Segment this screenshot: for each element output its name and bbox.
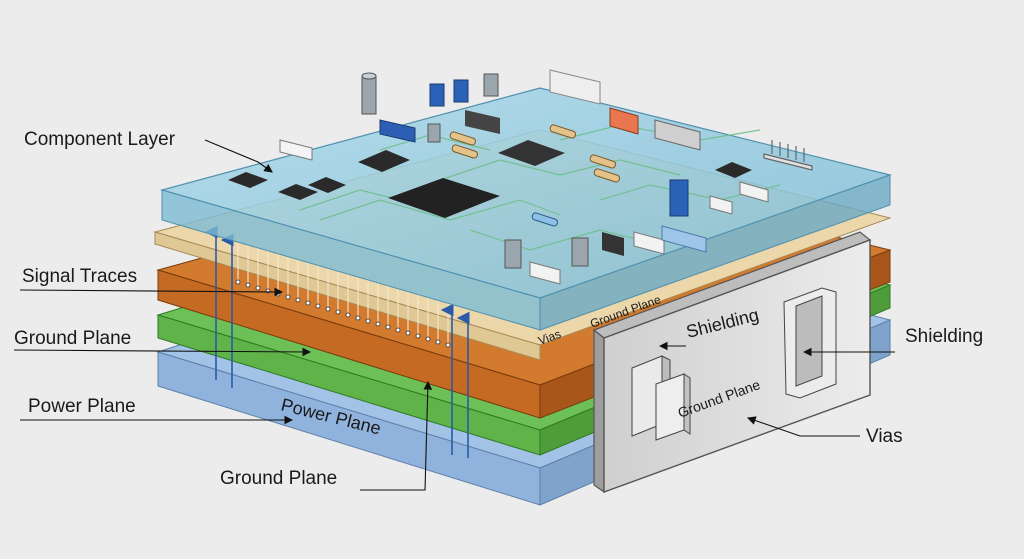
component-layer: [159, 69, 893, 331]
capacitor: [504, 239, 522, 269]
connector: [529, 261, 561, 285]
trace-pad: [395, 327, 401, 333]
crystal-module: [654, 119, 701, 151]
ic-chip: [228, 172, 268, 188]
connector: [633, 231, 665, 255]
capacitor: [427, 123, 441, 143]
connector: [739, 181, 769, 203]
trace-pad: [445, 342, 451, 348]
trace-pad: [325, 306, 331, 312]
resistor-group: [449, 124, 621, 227]
capacitor: [571, 237, 589, 267]
ic-chip-medium: [498, 140, 565, 166]
capacitor-blue: [429, 83, 445, 107]
leader-lines: [13, 139, 895, 491]
label-signal-traces: Signal Traces: [22, 266, 137, 287]
callout-labels: Component Layer Signal Traces Ground Pla…: [14, 129, 983, 489]
capacitor: [361, 75, 377, 115]
header-connector: [379, 119, 416, 143]
connector: [709, 195, 733, 215]
trace-pad: [375, 321, 381, 327]
label-vias: Vias: [866, 426, 903, 447]
ic-chip: [715, 162, 752, 178]
trace-pad: [355, 315, 361, 321]
ic-chip: [602, 232, 624, 256]
label-component-layer: Component Layer: [24, 129, 176, 150]
via-lines: [204, 225, 470, 458]
trace-pad: [335, 309, 341, 315]
trace-pad: [345, 312, 351, 318]
shield-enclosure: Ground Plane: [592, 231, 872, 494]
trace-pad: [285, 294, 291, 300]
trace-pad: [245, 282, 251, 288]
trace-pad: [255, 285, 261, 291]
ic-chip: [278, 184, 318, 200]
trace-pad: [235, 279, 241, 285]
trace-pad: [425, 336, 431, 342]
trace-pad: [405, 330, 411, 336]
trace-pad: [365, 318, 371, 324]
trace-pad: [385, 324, 391, 330]
label-ground-plane-top: Ground Plane: [14, 328, 131, 349]
connector: [279, 139, 313, 161]
trace-pad: [275, 291, 281, 297]
capacitor: [483, 73, 499, 97]
ic-chip: [308, 177, 346, 193]
connector: [549, 69, 601, 105]
label-ground-plane-bottom: Ground Plane: [220, 468, 337, 489]
ic-chip-large: [388, 178, 500, 218]
label-shielding-right: Shielding: [905, 326, 983, 347]
capacitor-blue: [669, 179, 689, 217]
capacitor-blue: [453, 79, 469, 103]
trace-pad: [435, 339, 441, 345]
connector-orange: [609, 107, 639, 135]
pin-header: [763, 140, 813, 171]
ic-socket: [465, 110, 500, 134]
trace-pad: [305, 300, 311, 306]
ic-chip-small: [358, 150, 410, 172]
trace-pad: [315, 303, 321, 309]
connector-blue: [661, 225, 707, 253]
trace-pad: [415, 333, 421, 339]
label-power-plane: Power Plane: [28, 396, 136, 417]
trace-pad: [295, 297, 301, 303]
